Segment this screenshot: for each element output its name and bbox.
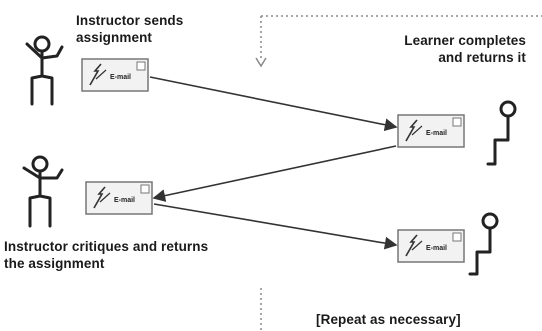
learner-figure-icon [486, 100, 517, 166]
email-icon: E-mail [81, 58, 149, 92]
email-icon-4: E-mail [397, 229, 465, 263]
arrow-send-to-learner [149, 76, 398, 132]
email-icon-2: E-mail [397, 114, 465, 148]
arrow-critique-to-learner [153, 203, 398, 250]
repeat-label: [Repeat as necessary] [316, 312, 461, 327]
learner-figure-2-icon [468, 212, 499, 276]
instructor-figure-2-icon [22, 155, 64, 228]
email-label: E-mail [110, 74, 131, 81]
instructor-figure-icon [25, 35, 64, 106]
learner-completes-label: Learner completes and returns it [404, 33, 526, 65]
email-label-3: E-mail [114, 197, 135, 204]
arrow-return-to-instructor [152, 145, 397, 202]
instructor-critiques-label: Instructor critiques and returns the ass… [4, 239, 209, 271]
instructor-sends-label: Instructor sends assignment [76, 13, 184, 45]
email-icon-3: E-mail [85, 181, 153, 215]
email-label-2: E-mail [426, 130, 447, 137]
email-label-4: E-mail [426, 245, 447, 252]
loop-back-arrowhead [255, 57, 267, 68]
